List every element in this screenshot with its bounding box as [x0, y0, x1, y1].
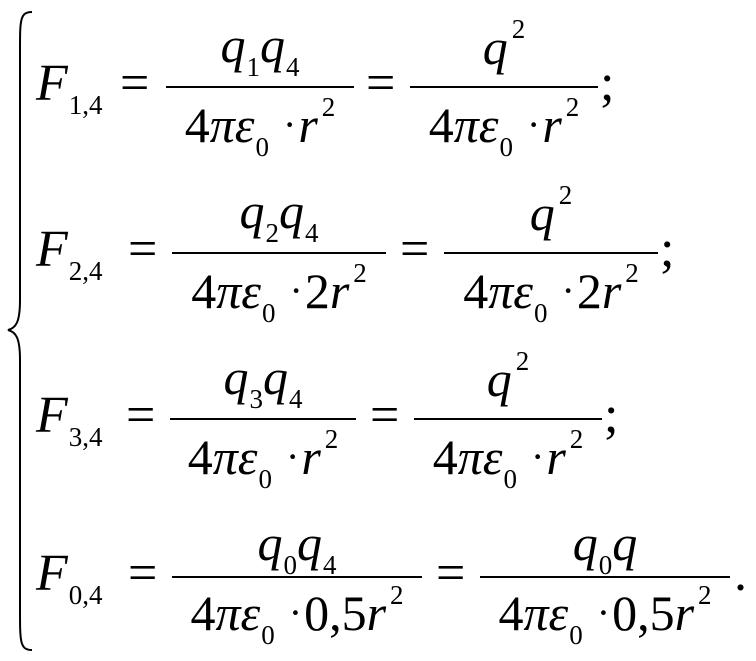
numerator: q0q4 [257, 515, 337, 580]
fraction-bar [172, 576, 422, 578]
terminator: ; [600, 55, 615, 112]
force-label: F1,4 [36, 55, 103, 120]
fraction-bar [172, 252, 386, 254]
numerator: q3q4 [223, 349, 303, 414]
force-label: F0,4 [36, 545, 103, 610]
force-label: F2,4 [36, 221, 103, 286]
terminator: . [734, 545, 747, 602]
equals-sign: = [436, 545, 466, 602]
equals-sign: = [128, 221, 158, 278]
equals-sign: = [400, 221, 430, 278]
equals-sign: = [128, 545, 158, 602]
fraction-bar [410, 86, 598, 88]
equals-sign: = [366, 55, 396, 112]
fraction-bar [414, 418, 602, 420]
force-label: F3,4 [36, 387, 103, 452]
equals-sign: = [120, 55, 150, 112]
equals-sign: = [370, 387, 400, 444]
equals-sign: = [126, 387, 156, 444]
numerator: q1q4 [220, 17, 300, 82]
terminator: ; [660, 221, 675, 278]
fraction-bar [480, 576, 730, 578]
numerator: q0q [572, 515, 638, 580]
terminator: ; [604, 387, 619, 444]
left-brace [7, 11, 33, 651]
fraction-bar [444, 252, 658, 254]
fraction-bar [170, 418, 356, 420]
numerator: q2q4 [239, 183, 319, 248]
fraction-bar [166, 86, 354, 88]
